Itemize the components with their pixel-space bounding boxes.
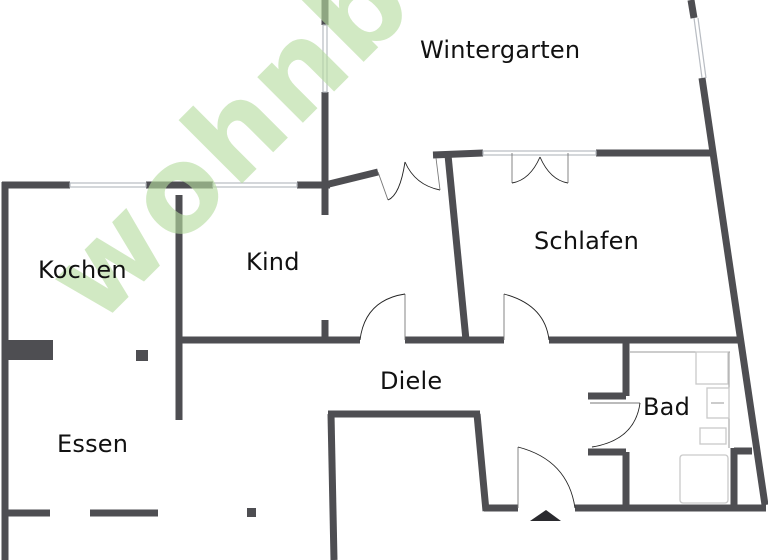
room-label-diele: Diele — [380, 367, 443, 395]
room-label-wintergarten: Wintergarten — [420, 36, 581, 64]
bathroom-fixtures — [630, 351, 730, 504]
room-label-kind: Kind — [246, 248, 300, 276]
toilet — [699, 427, 727, 445]
windows — [69, 17, 707, 188]
entrance-arrow-icon — [530, 510, 561, 521]
doors — [359, 153, 641, 509]
room-label-schlafen: Schlafen — [534, 227, 640, 255]
shower — [679, 454, 729, 504]
room-label-kochen: Kochen — [38, 256, 127, 284]
room-label-bad: Bad — [643, 393, 691, 421]
room-label-essen: Essen — [57, 430, 129, 458]
cabinet — [695, 351, 729, 385]
